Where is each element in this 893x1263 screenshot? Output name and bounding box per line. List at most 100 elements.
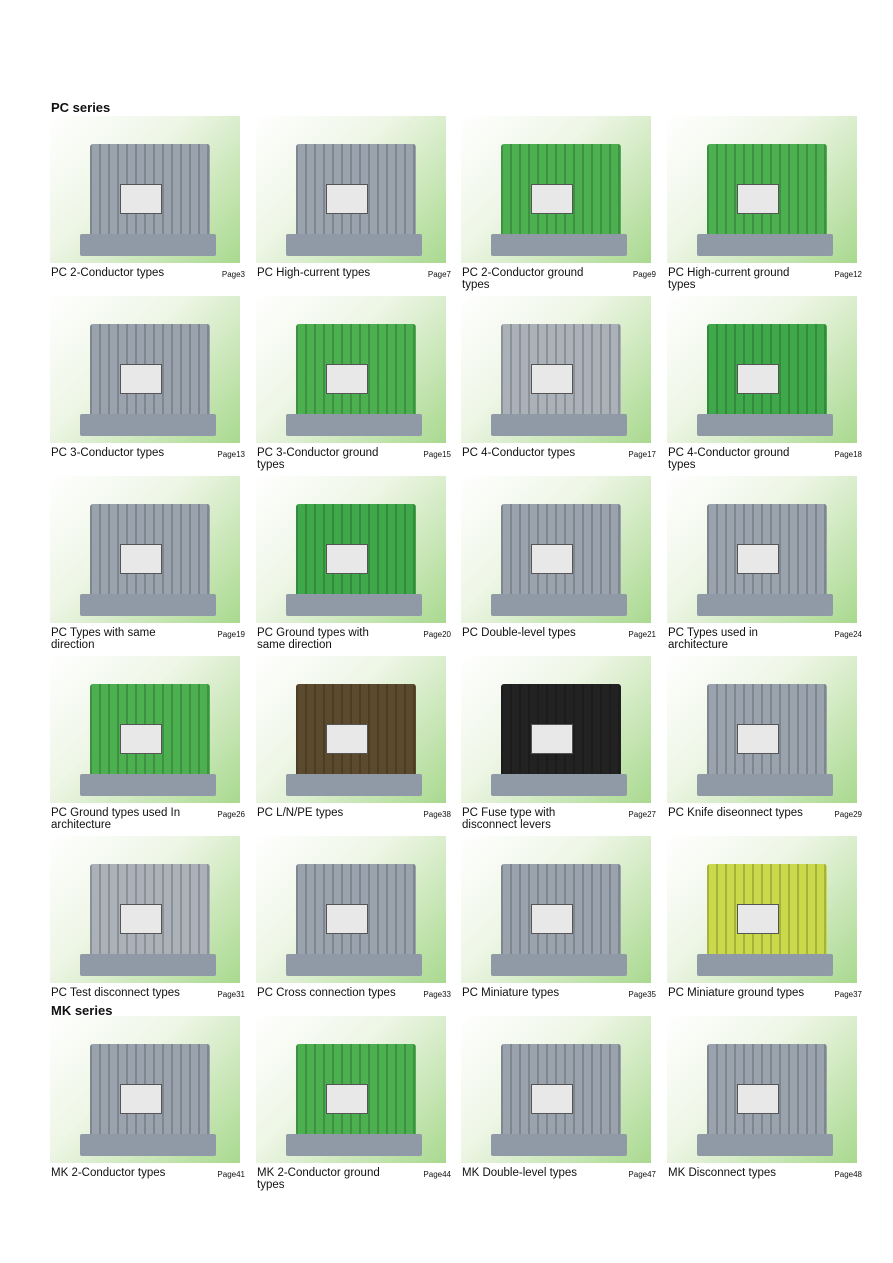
product-card[interactable]: PC Cross connection types Page33 <box>256 836 451 1021</box>
page-reference[interactable]: Page21 <box>628 630 656 639</box>
page-reference[interactable]: Page13 <box>217 450 245 459</box>
product-title: PC Miniature types <box>462 987 560 999</box>
product-title: PC 2-Conductor ground types <box>462 267 584 291</box>
series-heading-pc: PC series <box>51 100 111 115</box>
product-title: MK Double-level types <box>462 1167 578 1179</box>
product-card[interactable]: PC High-current types Page7 <box>256 116 451 301</box>
product-image <box>461 116 651 263</box>
page-reference[interactable]: Page29 <box>834 810 862 819</box>
terminal-block-picture <box>491 144 627 256</box>
product-image <box>50 116 240 263</box>
product-card[interactable]: PC Ground types used In architecture Pag… <box>50 656 245 841</box>
terminal-block-picture <box>286 504 422 616</box>
product-card[interactable]: PC Double-level types Page21 <box>461 476 656 661</box>
product-card[interactable]: MK 2-Conductor types Page41 <box>50 1016 245 1201</box>
page-reference[interactable]: Page9 <box>632 270 656 279</box>
terminal-block-picture <box>697 324 833 436</box>
product-card[interactable]: PC 2-Conductor types Page3 <box>50 116 245 301</box>
product-card[interactable]: PC Fuse type with disconnect levers Page… <box>461 656 656 841</box>
product-card[interactable]: MK 2-Conductor ground types Page44 <box>256 1016 451 1201</box>
product-title: PC Fuse type with disconnect levers <box>462 807 556 831</box>
product-title: PC High-current ground types <box>668 267 790 291</box>
page-reference[interactable]: Page15 <box>423 450 451 459</box>
terminal-block-picture <box>286 144 422 256</box>
page-reference[interactable]: Page24 <box>834 630 862 639</box>
terminal-block-picture <box>80 864 216 976</box>
page-reference[interactable]: Page26 <box>217 810 245 819</box>
page-reference[interactable]: Page48 <box>834 1170 862 1179</box>
page-reference[interactable]: Page33 <box>423 990 451 999</box>
product-card[interactable]: PC 3-Conductor types Page13 <box>50 296 245 481</box>
product-image <box>461 476 651 623</box>
terminal-block-picture <box>286 684 422 796</box>
page-reference[interactable]: Page20 <box>423 630 451 639</box>
page-reference[interactable]: Page38 <box>423 810 451 819</box>
terminal-block-picture <box>491 684 627 796</box>
product-image <box>50 476 240 623</box>
terminal-block-picture <box>286 864 422 976</box>
product-title: PC High-current types <box>257 267 371 279</box>
product-card[interactable]: PC 2-Conductor ground types Page9 <box>461 116 656 301</box>
page-reference[interactable]: Page44 <box>423 1170 451 1179</box>
product-title: MK 2-Conductor types <box>51 1167 166 1179</box>
terminal-block-picture <box>286 324 422 436</box>
product-title: PC Ground types with same direction <box>257 627 369 651</box>
product-image <box>256 476 446 623</box>
product-card[interactable]: PC Miniature types Page35 <box>461 836 656 1021</box>
product-card[interactable]: PC 4-Conductor types Page17 <box>461 296 656 481</box>
product-title: PC Miniature ground types <box>668 987 805 999</box>
page-reference[interactable]: Page35 <box>628 990 656 999</box>
terminal-block-picture <box>491 324 627 436</box>
page-reference[interactable]: Page27 <box>628 810 656 819</box>
product-image <box>461 296 651 443</box>
product-image <box>50 296 240 443</box>
page-reference[interactable]: Page18 <box>834 450 862 459</box>
product-title: PC 4-Conductor ground types <box>668 447 790 471</box>
product-image <box>461 1016 651 1163</box>
product-title: MK Disconnect types <box>668 1167 777 1179</box>
product-image <box>667 476 857 623</box>
series-heading-mk: MK series <box>51 1003 113 1018</box>
product-image <box>667 296 857 443</box>
product-image <box>461 836 651 983</box>
page-reference[interactable]: Page17 <box>628 450 656 459</box>
product-card[interactable]: PC Ground types with same direction Page… <box>256 476 451 661</box>
product-card[interactable]: MK Disconnect types Page48 <box>667 1016 862 1201</box>
terminal-block-picture <box>491 1044 627 1156</box>
product-title: PC Test disconnect types <box>51 987 180 999</box>
page-reference[interactable]: Page31 <box>217 990 245 999</box>
terminal-block-picture <box>80 1044 216 1156</box>
product-card[interactable]: PC Types with same direction Page19 <box>50 476 245 661</box>
product-card[interactable]: PC Miniature ground types Page37 <box>667 836 862 1021</box>
product-card[interactable]: PC 4-Conductor ground types Page18 <box>667 296 862 481</box>
product-card[interactable]: PC Knife diseonnect types Page29 <box>667 656 862 841</box>
product-card[interactable]: PC 3-Conductor ground types Page15 <box>256 296 451 481</box>
product-image <box>461 656 651 803</box>
terminal-block-picture <box>491 504 627 616</box>
product-card[interactable]: PC High-current ground types Page12 <box>667 116 862 301</box>
product-image <box>667 1016 857 1163</box>
product-title: PC 2-Conductor types <box>51 267 165 279</box>
product-image <box>50 836 240 983</box>
product-card[interactable]: PC Test disconnect types Page31 <box>50 836 245 1021</box>
terminal-block-picture <box>697 1044 833 1156</box>
terminal-block-picture <box>286 1044 422 1156</box>
product-card[interactable]: PC L/N/PE types Page38 <box>256 656 451 841</box>
product-image <box>667 656 857 803</box>
page-reference[interactable]: Page19 <box>217 630 245 639</box>
page-reference[interactable]: Page12 <box>834 270 862 279</box>
product-image <box>256 296 446 443</box>
terminal-block-picture <box>697 144 833 256</box>
product-image <box>256 656 446 803</box>
page-reference[interactable]: Page37 <box>834 990 862 999</box>
product-title: PC Double-level types <box>462 627 576 639</box>
product-card[interactable]: MK Double-level types Page47 <box>461 1016 656 1201</box>
page-reference[interactable]: Page7 <box>427 270 451 279</box>
page-reference[interactable]: Page3 <box>221 270 245 279</box>
page-reference[interactable]: Page47 <box>628 1170 656 1179</box>
page-reference[interactable]: Page41 <box>217 1170 245 1179</box>
product-title: PC Types used in architecture <box>668 627 758 651</box>
product-title: PC 3-Conductor types <box>51 447 165 459</box>
product-card[interactable]: PC Types used in architecture Page24 <box>667 476 862 661</box>
product-image <box>667 116 857 263</box>
